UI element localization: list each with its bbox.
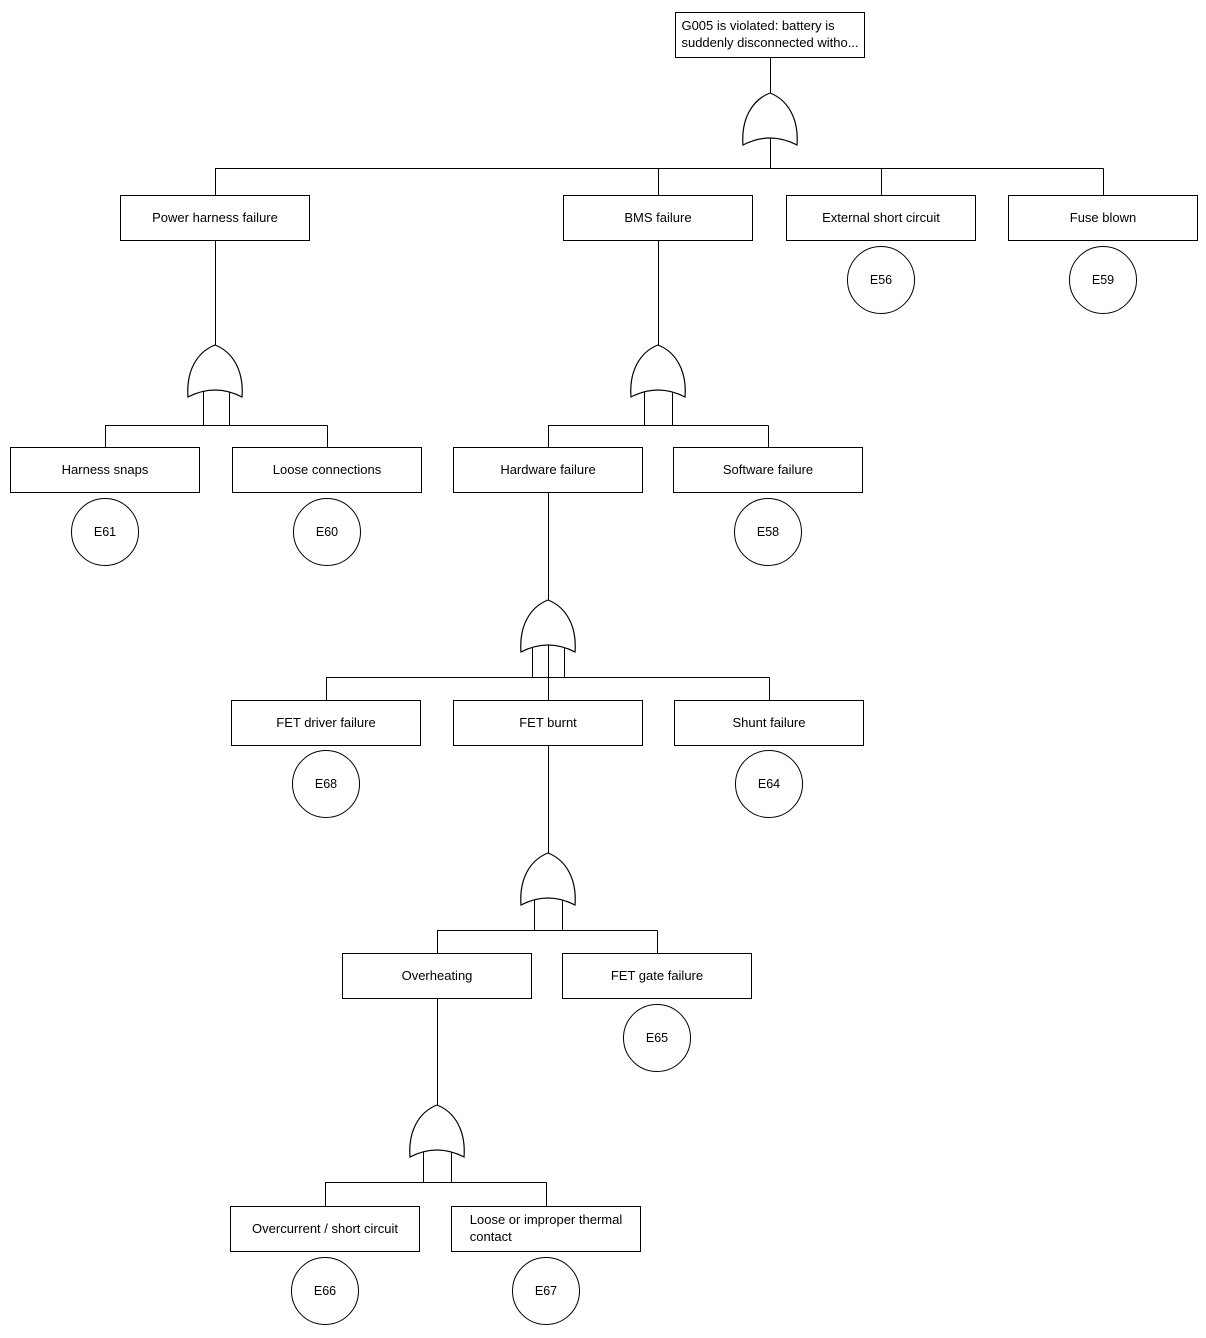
- node-bms-failure[interactable]: BMS failure: [563, 195, 753, 241]
- node-label: External short circuit: [822, 209, 940, 225]
- edges: [105, 58, 1104, 1207]
- event-id-label: E56: [869, 273, 893, 287]
- or-gate-fet-burnt: [520, 852, 576, 906]
- node-fet-burnt[interactable]: FET burnt: [453, 700, 643, 746]
- basic-event-e65[interactable]: E65: [623, 1004, 691, 1072]
- basic-event-e58[interactable]: E58: [734, 498, 802, 566]
- node-external-short-circuit[interactable]: External short circuit: [786, 195, 976, 241]
- event-id-label: E59: [1091, 273, 1115, 287]
- event-id-label: E68: [314, 777, 338, 791]
- node-label: Loose or improper thermal contact: [469, 1212, 623, 1244]
- event-id-label: E67: [534, 1284, 558, 1298]
- event-id-label: E61: [93, 525, 117, 539]
- node-fet-driver-failure[interactable]: FET driver failure: [231, 700, 421, 746]
- node-label: Fuse blown: [1069, 209, 1137, 225]
- or-gate-bms: [630, 344, 686, 398]
- node-label: Hardware failure: [500, 461, 596, 477]
- node-loose-connections[interactable]: Loose connections: [232, 447, 422, 493]
- node-label: G005 is violated: battery is suddenly di…: [681, 18, 859, 50]
- node-label: Overcurrent / short circuit: [252, 1220, 398, 1236]
- basic-event-e56[interactable]: E56: [847, 246, 915, 314]
- event-id-label: E58: [756, 525, 780, 539]
- basic-event-e60[interactable]: E60: [293, 498, 361, 566]
- node-fuse-blown[interactable]: Fuse blown: [1008, 195, 1198, 241]
- event-id-label: E64: [757, 777, 781, 791]
- node-thermal-contact[interactable]: Loose or improper thermal contact: [451, 1206, 641, 1252]
- gates: [187, 92, 798, 1158]
- node-software-failure[interactable]: Software failure: [673, 447, 863, 493]
- node-label: FET burnt: [519, 714, 577, 730]
- node-hardware-failure[interactable]: Hardware failure: [453, 447, 643, 493]
- node-top-event[interactable]: G005 is violated: battery is suddenly di…: [675, 12, 865, 58]
- node-power-harness-failure[interactable]: Power harness failure: [120, 195, 310, 241]
- node-label: Power harness failure: [152, 209, 278, 225]
- or-gate-top: [742, 92, 798, 146]
- node-overcurrent-short-circuit[interactable]: Overcurrent / short circuit: [230, 1206, 420, 1252]
- or-gate-power-harness: [187, 344, 243, 398]
- node-shunt-failure[interactable]: Shunt failure: [674, 700, 864, 746]
- node-label: Loose connections: [272, 461, 382, 477]
- node-overheating[interactable]: Overheating: [342, 953, 532, 999]
- basic-event-e66[interactable]: E66: [291, 1257, 359, 1325]
- basic-event-e67[interactable]: E67: [512, 1257, 580, 1325]
- node-label: Harness snaps: [61, 461, 149, 477]
- basic-event-e61[interactable]: E61: [71, 498, 139, 566]
- node-fet-gate-failure[interactable]: FET gate failure: [562, 953, 752, 999]
- basic-event-e59[interactable]: E59: [1069, 246, 1137, 314]
- node-label: FET driver failure: [276, 714, 376, 730]
- or-gate-hardware: [520, 599, 576, 653]
- node-harness-snaps[interactable]: Harness snaps: [10, 447, 200, 493]
- node-label: BMS failure: [624, 209, 692, 225]
- event-id-label: E66: [313, 1284, 337, 1298]
- node-label: Software failure: [722, 461, 814, 477]
- node-label: Shunt failure: [732, 714, 806, 730]
- or-gate-overheating: [409, 1104, 465, 1158]
- event-id-label: E65: [645, 1031, 669, 1045]
- basic-event-e68[interactable]: E68: [292, 750, 360, 818]
- basic-event-e64[interactable]: E64: [735, 750, 803, 818]
- node-label: Overheating: [401, 967, 473, 983]
- node-label: FET gate failure: [610, 967, 704, 983]
- event-id-label: E60: [315, 525, 339, 539]
